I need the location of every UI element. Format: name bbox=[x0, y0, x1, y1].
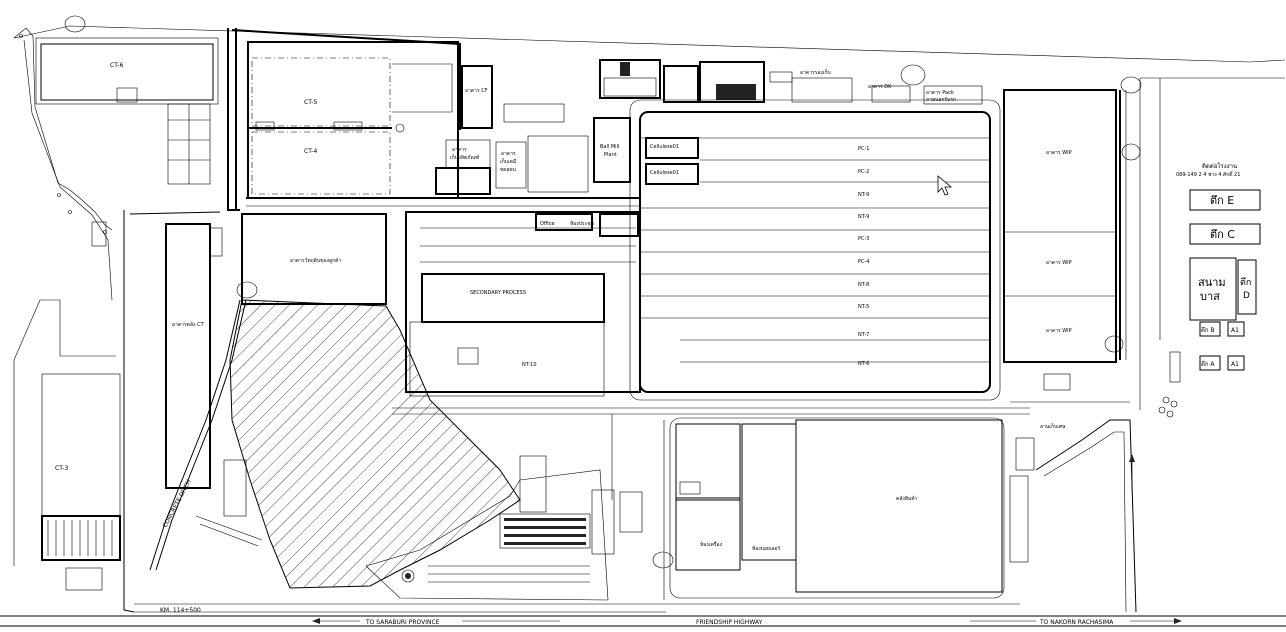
svg-text:ตึก E: ตึก E bbox=[1210, 194, 1234, 207]
svg-text:ห้องประชุม: ห้องประชุม bbox=[570, 220, 594, 227]
building-c bbox=[1189, 223, 1261, 245]
label-nt8: NT-8 bbox=[858, 282, 869, 288]
building-ct6 bbox=[40, 43, 214, 101]
label-ct6: CT-6 bbox=[110, 62, 123, 69]
svg-text:ตึก: ตึก bbox=[1240, 277, 1251, 288]
svg-text:อาคารวัตถุดิบของลูกค้า: อาคารวัตถุดิบของลูกค้า bbox=[290, 257, 341, 264]
label-pc2: PC-2 bbox=[858, 169, 870, 175]
svg-text:Plant: Plant bbox=[604, 152, 617, 158]
label-pc1: PC-1 bbox=[858, 146, 870, 152]
svg-text:คลังสินค้า: คลังสินค้า bbox=[896, 495, 918, 502]
label-cellulose-1: Cellulose01 bbox=[650, 144, 679, 150]
svg-text:อาคาร Pack: อาคาร Pack bbox=[926, 90, 954, 96]
svg-text:A1: A1 bbox=[1231, 327, 1239, 334]
label-nt5: NT-5 bbox=[858, 304, 869, 310]
svg-text:ทดสอบ: ทดสอบ bbox=[500, 167, 516, 173]
property-boundary bbox=[13, 25, 1286, 63]
wip-building bbox=[1003, 89, 1117, 363]
store-cf bbox=[461, 65, 493, 129]
hatched-area bbox=[229, 299, 521, 589]
label-nt9a: NT-9 bbox=[858, 192, 869, 198]
concrete-ditch bbox=[149, 299, 241, 571]
svg-text:Ball Mill: Ball Mill bbox=[600, 144, 619, 150]
building-top-1 bbox=[599, 59, 661, 99]
secondary-process bbox=[421, 273, 605, 323]
building-e bbox=[1189, 189, 1261, 211]
svg-text:อาคารรองเก็บ: อาคารรองเก็บ bbox=[800, 68, 831, 76]
label-secondary-process: SECONDARY PROCESS bbox=[470, 290, 526, 296]
warehouse-main bbox=[669, 417, 1005, 599]
svg-text:D: D bbox=[1243, 291, 1250, 301]
label-office: Office bbox=[540, 221, 555, 227]
svg-text:สนาม: สนาม bbox=[1198, 276, 1226, 289]
secondary-area bbox=[405, 211, 641, 393]
label-wip-3: อาคาร WIP bbox=[1046, 328, 1072, 334]
building-a bbox=[1199, 355, 1221, 371]
label-nt10: NT-10 bbox=[522, 362, 537, 368]
label-nt9b: NT-9 bbox=[858, 214, 869, 220]
svg-text:ตึก C: ตึก C bbox=[1210, 228, 1235, 241]
label-nt7: NT-7 bbox=[858, 332, 869, 338]
label-friendship-highway: FRIENDSHIP HIGHWAY bbox=[696, 619, 763, 626]
mouse-cursor-icon bbox=[937, 175, 953, 196]
building-ct-store bbox=[165, 223, 211, 489]
label-wip-1: อาคาร WIP bbox=[1046, 150, 1072, 156]
contact-title: ติดต่อโรงงาน bbox=[1202, 162, 1237, 170]
label-pc4: PC-4 bbox=[858, 259, 870, 265]
label-ct4: CT-4 bbox=[304, 148, 317, 155]
label-to-saraburi: TO SARABURI PROVINCE bbox=[365, 619, 440, 626]
label-pc3: PC-3 bbox=[858, 236, 870, 242]
building-chemical bbox=[495, 141, 527, 189]
svg-text:ห้องเครื่อง: ห้องเครื่อง bbox=[700, 541, 722, 548]
svg-text:ลานเก็บเศษ: ลานเก็บเศษ bbox=[1040, 422, 1066, 430]
svg-text:เก็บผลิตภัณฑ์: เก็บผลิตภัณฑ์ bbox=[450, 153, 479, 161]
label-km: KM. 114+500 bbox=[160, 607, 201, 614]
svg-text:เก็บเคมี: เก็บเคมี bbox=[500, 157, 516, 165]
svg-text:บาส: บาส bbox=[1200, 290, 1220, 303]
label-to-nakorn: TO NAKORN RACHASIMA bbox=[1039, 619, 1114, 626]
contact-phone: 089-149 2 4 ช่าง 4 ศักดิ์ 21 bbox=[1176, 170, 1240, 178]
svg-text:อาคาร: อาคาร bbox=[501, 151, 516, 157]
svg-text:A1: A1 bbox=[1231, 361, 1239, 368]
building-product-store bbox=[445, 139, 491, 169]
building-ct3 bbox=[41, 373, 121, 561]
ball-mill-plant bbox=[593, 117, 631, 183]
svg-text:อาคาร DK: อาคาร DK bbox=[868, 84, 892, 90]
building-d bbox=[1237, 259, 1257, 315]
label-ct3: CT-3 bbox=[55, 465, 68, 472]
svg-text:ตึก A: ตึก A bbox=[1201, 361, 1216, 368]
label-wip-2: อาคาร WIP bbox=[1046, 260, 1072, 266]
production-lines bbox=[640, 137, 990, 363]
svg-text:ห้องบอยเลอร์: ห้องบอยเลอร์ bbox=[752, 545, 781, 552]
basketball-court bbox=[1189, 257, 1237, 321]
label-cellulose-2: Cellulose01 bbox=[650, 170, 679, 176]
svg-text:ตึก B: ตึก B bbox=[1201, 327, 1215, 334]
building-ct5-ct4 bbox=[247, 41, 459, 199]
tree-symbol bbox=[64, 15, 1142, 569]
svg-text:อาคาร: อาคาร bbox=[452, 147, 467, 153]
label-nt6: NT-6 bbox=[858, 361, 869, 367]
label-ct5: CT-5 bbox=[304, 99, 317, 106]
svg-text:อาคารคลัง CT: อาคารคลัง CT bbox=[172, 322, 205, 328]
building-b bbox=[1199, 321, 1221, 337]
svg-text:อาคาร CF: อาคาร CF bbox=[465, 88, 488, 94]
